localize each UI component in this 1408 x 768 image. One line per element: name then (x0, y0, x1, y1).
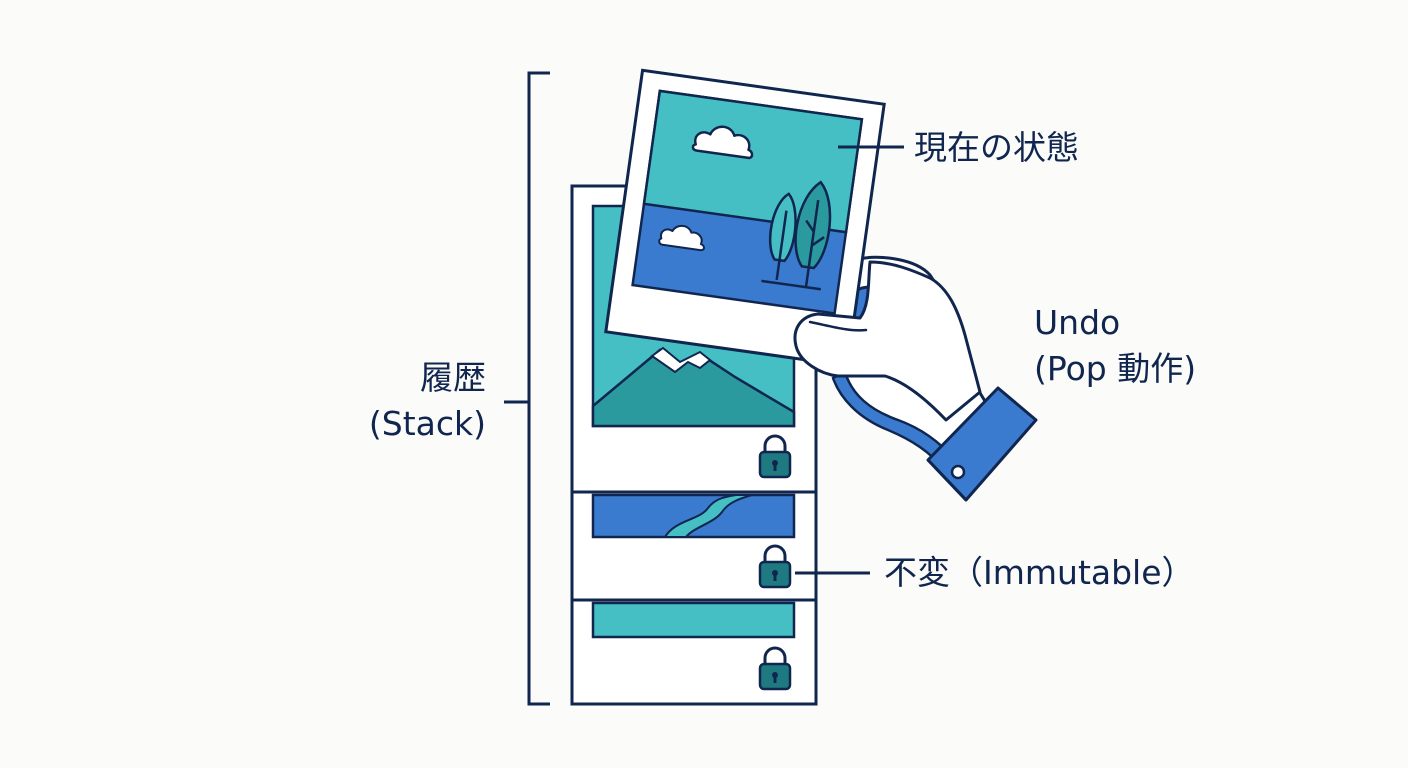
history-card-2 (570, 490, 818, 602)
current-state-label: 現在の状態 (914, 128, 1079, 167)
cloud-icon (658, 224, 705, 252)
current-state-card (604, 68, 886, 368)
padlock-icon (758, 544, 792, 589)
cloud-icon (691, 125, 754, 160)
history-label-line2: (Stack) (368, 403, 486, 443)
undo-label-line1: Undo (1034, 303, 1121, 342)
history-card-3 (570, 598, 818, 706)
immutable-label: 不変（Immutable） (884, 553, 1195, 592)
history-label: 履歴 (Stack) (330, 355, 486, 446)
hand-fingers (793, 260, 982, 422)
card-3-image (591, 601, 796, 639)
history-bracket (504, 71, 550, 706)
sleeve-cuff (926, 386, 1038, 502)
cuff-button-icon (950, 464, 966, 480)
padlock-icon (758, 646, 792, 691)
river-icon (663, 494, 753, 538)
padlock-icon (758, 434, 792, 479)
tree-icon (761, 180, 832, 291)
history-label-line1: 履歴 (420, 358, 486, 397)
undo-label-line2: (Pop 動作) (1034, 348, 1197, 388)
undo-label: Undo (Pop 動作) (1034, 300, 1196, 391)
